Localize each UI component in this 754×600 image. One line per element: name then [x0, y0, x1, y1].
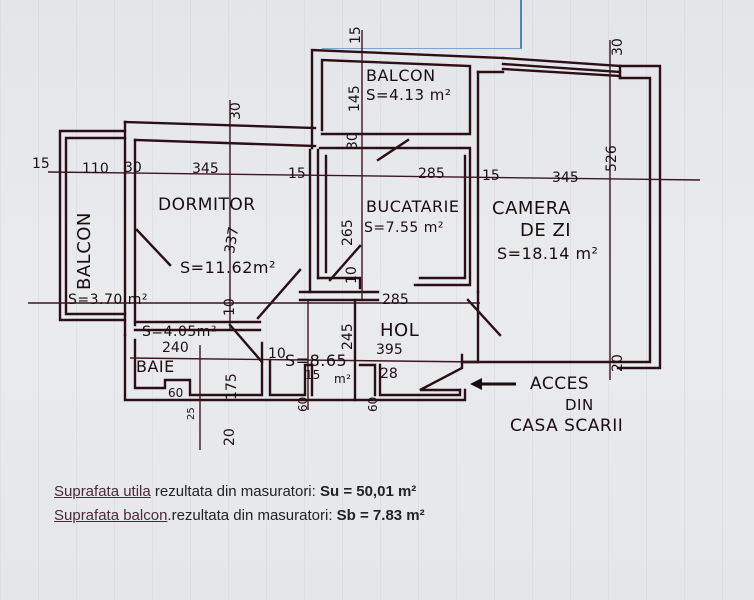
dim-60-b: 60: [366, 396, 380, 412]
dim-28: 28: [380, 366, 398, 382]
dim-10-a: 10: [222, 298, 238, 316]
dim-10-c: 10: [268, 346, 286, 362]
dim-left-15: 15: [32, 156, 50, 172]
room-area-hol-unit: m²: [334, 372, 352, 386]
dim-240: 240: [162, 340, 189, 356]
footer-line-balcony-area: Suprafata balcon.rezultata din masurator…: [54, 507, 425, 524]
room-label-camera: CAMERA: [492, 198, 571, 219]
dim-245: 245: [340, 323, 356, 350]
access-line2: DIN: [565, 396, 594, 414]
dim-345-left: 345: [192, 161, 219, 177]
blue-frame-edge: [322, 0, 522, 49]
room-label-balcon-top: BALCON: [366, 66, 436, 85]
access-line1: ACCES: [530, 374, 590, 394]
dim-20-bottom: 20: [222, 428, 238, 446]
dim-175: 175: [224, 373, 240, 400]
room-area-balcon-top: S=4.13 m²: [366, 86, 452, 104]
dim-60-a: 60: [296, 396, 310, 412]
footer-value-su: Su = 50,01 m²: [319, 483, 417, 500]
footer-text-balcony: .rezultata din masuratori:: [167, 507, 337, 524]
room-label-bucatarie: BUCATARIE: [366, 197, 460, 216]
dim-30-mid: 30: [345, 132, 361, 150]
dim-395: 395: [376, 342, 403, 358]
footer-underlined-balcony: Suprafata balcon: [54, 507, 168, 524]
dim-110: 110: [82, 161, 109, 177]
room-label-de-zi: DE ZI: [520, 220, 572, 241]
dim-145: 145: [347, 85, 363, 112]
room-area-balcon-left: S=3.70 m²: [68, 292, 148, 308]
dim-20-right: 20: [610, 354, 626, 372]
dim-285-top: 285: [418, 166, 445, 182]
footer-value-sb: Sb = 7.83 m²: [336, 507, 425, 524]
room-area-dormitor: S=11.62m²: [180, 258, 276, 277]
room-area-bucatarie: S=7.55 m²: [364, 220, 444, 236]
dim-15-right: 15: [482, 168, 500, 184]
room-label-dormitor: DORMITOR: [158, 195, 256, 215]
footer-text-useful: rezultata din masuratori:: [150, 483, 320, 500]
dim-526: 526: [604, 145, 620, 172]
left-arrow-icon: [470, 378, 516, 390]
room-label-balcon-left: BALCON: [74, 212, 95, 290]
room-area-camera-de-zi: S=18.14 m²: [497, 244, 599, 263]
room-label-baie: BAIE: [136, 357, 175, 376]
room-label-hol: HOL: [380, 320, 420, 341]
dim-top-15: 15: [348, 26, 364, 44]
dim-25: 25: [186, 407, 197, 420]
dim-345-right: 345: [552, 170, 579, 186]
dim-30-wall: 30: [124, 160, 142, 176]
footer-underlined-useful: Suprafata utila: [54, 483, 151, 500]
dim-15-mid: 15: [288, 166, 306, 182]
footer-line-useful-area: Suprafata utila rezultata din masuratori…: [54, 483, 416, 500]
dim-10-b: 10: [344, 266, 360, 284]
room-area-baie: S=4.05m²: [142, 324, 218, 340]
dim-285-hol: 285: [382, 292, 409, 308]
dim-265: 265: [340, 219, 356, 246]
dim-top-30-left: 30: [228, 102, 244, 120]
access-line3: CASA SCARII: [510, 416, 624, 436]
room-area-hol: S=8.65: [285, 351, 348, 370]
dim-60-baie: 60: [168, 386, 184, 400]
dim-top-30-right: 30: [610, 38, 626, 56]
dim-15-small: 15: [305, 368, 321, 382]
